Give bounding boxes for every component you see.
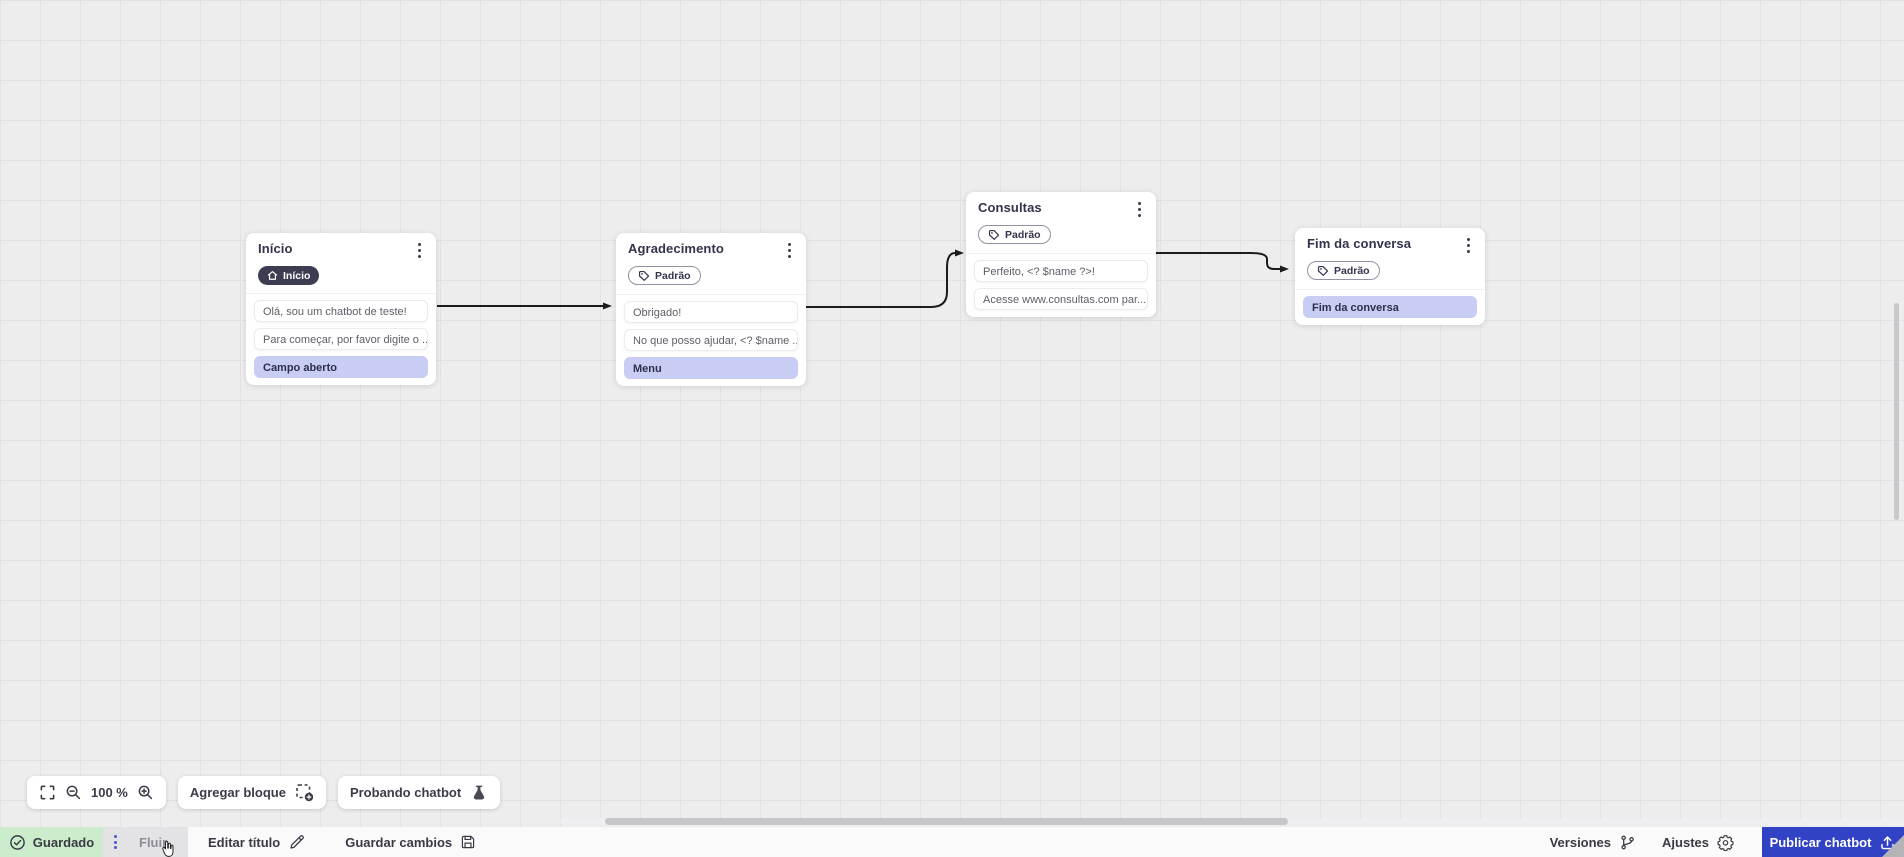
- save-icon: [461, 835, 475, 849]
- zoom-in-icon[interactable]: [137, 784, 154, 801]
- versions-button[interactable]: Versiones: [1550, 827, 1636, 857]
- node-type-badge: Padrão: [628, 266, 701, 285]
- zoom-controls: 100 %: [27, 776, 166, 809]
- add-block-label: Agregar bloque: [189, 785, 286, 800]
- message-bubble[interactable]: Acesse www.consultas.com par...: [974, 287, 1148, 310]
- node-body: Fim da conversa: [1295, 288, 1485, 325]
- node-menu-kebab-icon[interactable]: [785, 241, 794, 260]
- node-header: Fim da conversa Padrão: [1295, 228, 1485, 289]
- flow-node-inicio[interactable]: Início Início Olá, sou um chatbot de tes…: [246, 233, 436, 385]
- arrow-agradecimento-to-consultas: [806, 249, 964, 308]
- open-field-block[interactable]: Campo aberto: [254, 356, 428, 378]
- arrow-consultas-to-fim: [1156, 252, 1289, 273]
- flow-node-consultas[interactable]: Consultas Padrão Perfeito, <? $name ?>! …: [966, 192, 1156, 317]
- message-bubble[interactable]: No que posso ajudar, <? $name ...: [624, 328, 798, 351]
- flow-node-fim-da-conversa[interactable]: Fim da conversa Padrão Fim da conversa: [1295, 228, 1485, 325]
- message-bubble[interactable]: Para começar, por favor digite o ...: [254, 328, 428, 350]
- add-block-icon: [296, 784, 314, 802]
- node-header: Consultas Padrão: [966, 192, 1156, 253]
- check-circle-icon: [9, 834, 25, 850]
- git-branch-icon: [1621, 835, 1634, 849]
- node-body: Perfeito, <? $name ?>! Acesse www.consul…: [966, 252, 1156, 317]
- edit-title-label: Editar título: [208, 834, 281, 850]
- statusbar-spacer: [476, 827, 1549, 857]
- node-title: Consultas: [978, 200, 1042, 215]
- saved-label: Guardado: [32, 834, 95, 850]
- horizontal-scrollbar-thumb[interactable]: [605, 818, 1288, 825]
- flow-menu-kebab-icon[interactable]: [114, 835, 117, 849]
- badge-label: Início: [283, 269, 311, 282]
- settings-label: Ajustes: [1662, 834, 1709, 850]
- node-title: Fim da conversa: [1307, 236, 1412, 251]
- canvas-toolbar: 100 % Agregar bloque Probando chatbot: [27, 776, 501, 809]
- gear-icon: [1717, 834, 1734, 851]
- fit-screen-icon[interactable]: [39, 784, 56, 801]
- tab-flow[interactable]: Fluir: [103, 827, 188, 857]
- tag-icon: [1317, 265, 1329, 276]
- tag-icon: [988, 229, 1000, 240]
- message-bubble[interactable]: Olá, sou um chatbot de teste!: [254, 300, 428, 322]
- saved-status-badge: Guardado: [0, 827, 103, 857]
- node-body: Olá, sou um chatbot de teste! Para começ…: [246, 293, 436, 385]
- versions-label: Versiones: [1549, 834, 1612, 850]
- node-type-badge: Padrão: [978, 225, 1051, 244]
- upload-icon: [1881, 835, 1895, 849]
- status-bar: Guardado Fluir Editar título Guardar cam…: [0, 826, 1904, 857]
- node-header: Início Início: [246, 233, 436, 293]
- pencil-icon: [290, 834, 305, 849]
- node-type-badge: Padrão: [1307, 261, 1380, 280]
- node-menu-kebab-icon[interactable]: [1464, 236, 1473, 255]
- flask-icon: [474, 785, 485, 799]
- message-bubble[interactable]: Obrigado!: [624, 300, 798, 323]
- tag-icon: [638, 270, 650, 281]
- flow-tab-label: Fluir: [139, 834, 168, 850]
- badge-label: Padrão: [1005, 228, 1041, 241]
- test-chatbot-label: Probando chatbot: [349, 785, 462, 800]
- publish-chatbot-button[interactable]: Publicar chatbot: [1762, 827, 1904, 857]
- vertical-scrollbar-thumb[interactable]: [1894, 303, 1899, 520]
- node-title: Agradecimento: [628, 241, 724, 256]
- horizontal-scrollbar-track[interactable]: [560, 818, 1904, 825]
- node-type-badge: Início: [258, 266, 320, 285]
- node-body: Obrigado! No que posso ajudar, <? $name …: [616, 293, 806, 386]
- message-bubble[interactable]: Perfeito, <? $name ?>!: [974, 259, 1148, 282]
- badge-label: Padrão: [655, 269, 691, 282]
- menu-block[interactable]: Menu: [624, 356, 798, 379]
- zoom-out-icon[interactable]: [65, 784, 82, 801]
- publish-label: Publicar chatbot: [1769, 834, 1872, 850]
- home-icon: [267, 271, 278, 280]
- zoom-level: 100 %: [91, 785, 128, 800]
- save-changes-button[interactable]: Guardar cambios: [345, 827, 476, 857]
- edit-title-button[interactable]: Editar título: [208, 827, 305, 857]
- settings-button[interactable]: Ajustes: [1662, 827, 1734, 857]
- test-chatbot-button[interactable]: Probando chatbot: [337, 776, 501, 809]
- node-header: Agradecimento Padrão: [616, 233, 806, 294]
- node-menu-kebab-icon[interactable]: [1135, 200, 1144, 219]
- node-title: Início: [258, 241, 293, 256]
- node-menu-kebab-icon[interactable]: [415, 241, 424, 260]
- flow-node-agradecimento[interactable]: Agradecimento Padrão Obrigado! No que po…: [616, 233, 806, 386]
- end-conversation-block[interactable]: Fim da conversa: [1303, 295, 1477, 318]
- add-block-button[interactable]: Agregar bloque: [177, 776, 326, 809]
- badge-label: Padrão: [1334, 264, 1370, 277]
- save-changes-label: Guardar cambios: [345, 834, 453, 850]
